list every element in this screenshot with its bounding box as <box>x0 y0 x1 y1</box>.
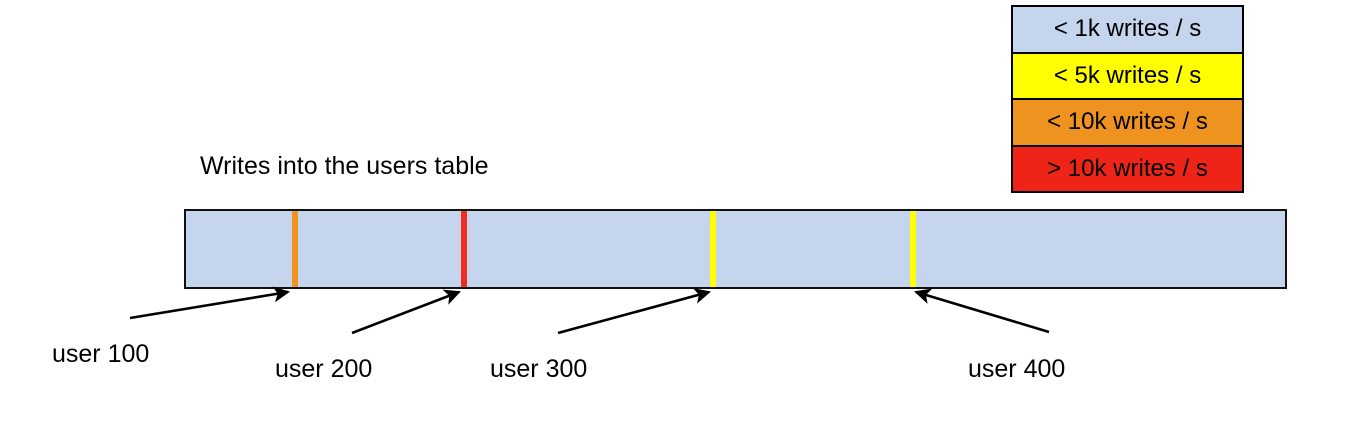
callout-label-user-200: user 200 <box>275 355 373 383</box>
arrow-user-100 <box>129 286 291 320</box>
legend-item-lt-5k: < 5k writes / s <box>1013 53 1242 100</box>
callout-label-user-400: user 400 <box>968 355 1066 383</box>
legend-item-label: < 10k writes / s <box>1047 108 1208 136</box>
legend-item-label: > 10k writes / s <box>1047 154 1208 182</box>
legend-item-lt-10k: < 10k writes / s <box>1013 100 1242 147</box>
callout-label-user-100: user 100 <box>52 340 150 368</box>
diagram-title: Writes into the users table <box>200 152 489 180</box>
legend-item-label: < 5k writes / s <box>1053 61 1202 89</box>
user-100-stripe <box>291 211 298 287</box>
users-table-bar <box>184 209 1287 289</box>
legend: < 1k writes / s < 5k writes / s < 10k wr… <box>1011 5 1244 193</box>
arrow-user-300 <box>557 288 712 335</box>
arrow-user-200 <box>351 289 461 335</box>
user-300-stripe <box>710 211 717 287</box>
user-400-stripe <box>910 211 917 287</box>
legend-item-gt-10k: > 10k writes / s <box>1013 146 1242 191</box>
callout-label-user-300: user 300 <box>490 355 588 383</box>
user-200-stripe <box>460 211 467 287</box>
arrow-user-400 <box>914 288 1050 334</box>
legend-item-label: < 1k writes / s <box>1053 15 1202 43</box>
legend-item-lt-1k: < 1k writes / s <box>1013 7 1242 54</box>
